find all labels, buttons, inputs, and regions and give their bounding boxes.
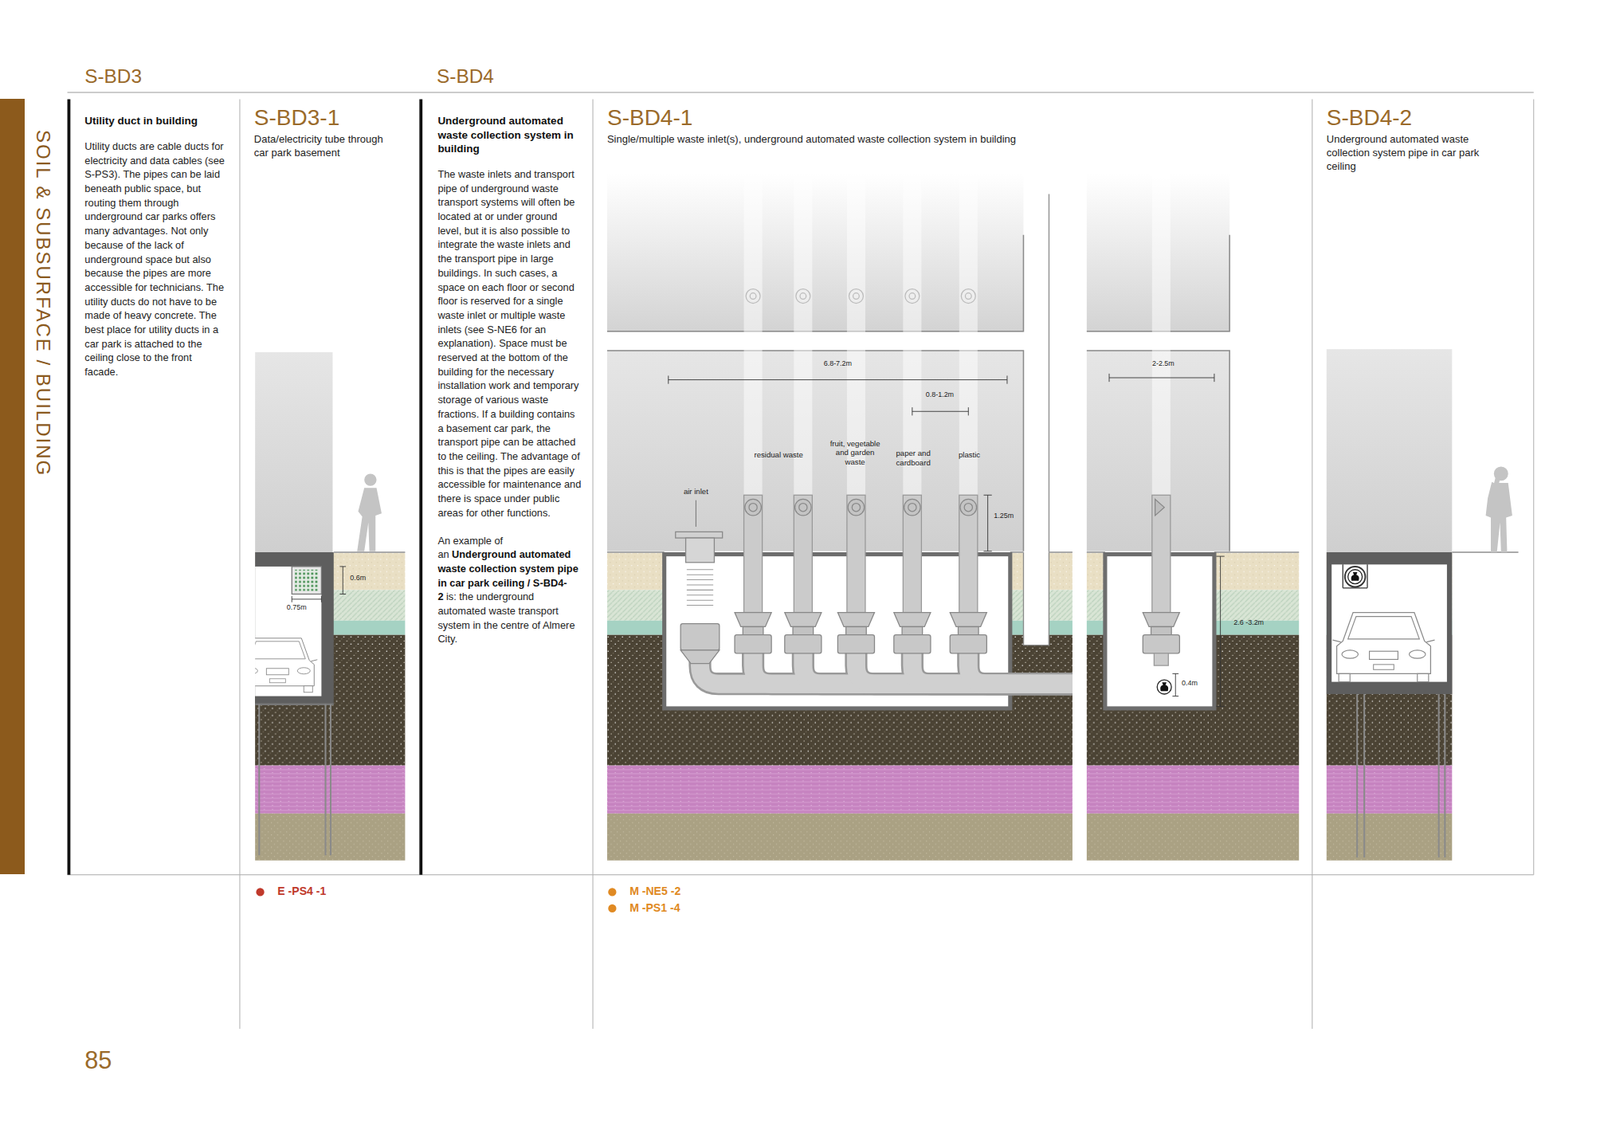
text-column: Utility duct in buildingUtility ducts ar… <box>84 113 228 393</box>
waste-fraction: plastic <box>951 450 989 460</box>
dimension: 2-2.5m <box>1137 359 1189 369</box>
section-tab: SOIL & SUBSURFACE / BUILDING <box>0 98 62 875</box>
cross-reference: M -NE5 -2 <box>629 884 681 899</box>
dimension: 0.4m <box>1181 678 1198 688</box>
figure-panel: S-BD3-1Data/electricity tube through car… <box>254 105 397 160</box>
section-code: S-BD3 <box>84 64 142 88</box>
paragraph: An example of anUnderground automated wa… <box>437 533 583 648</box>
figure-panel: S-BD4-2Underground automated waste colle… <box>1326 105 1502 173</box>
cross-reference: E -PS4 -1 <box>277 884 326 899</box>
page-number: 85 <box>84 1046 112 1076</box>
section-bar <box>0 98 25 875</box>
cross-reference: M -PS1 -4 <box>629 901 680 915</box>
column-heading: Utility duct in building <box>84 113 228 129</box>
dimension: 2.6 -3.2m <box>1233 618 1264 628</box>
panel-code: S-BD4-1 <box>607 105 1179 130</box>
dimension: 1.25m <box>993 511 1014 521</box>
waste-fraction: residual waste <box>745 450 813 460</box>
dimension: 0.8-1.2m <box>913 390 965 400</box>
dimension: 0.75m <box>286 603 307 612</box>
section-code: S-BD4 <box>436 64 495 88</box>
dimension: 6.8-7.2m <box>807 359 869 369</box>
text-column: Underground automated waste collection s… <box>437 113 583 647</box>
section-title: SOIL & SUBSURFACE / BUILDING <box>31 129 55 477</box>
panel-caption: Data/electricity tube through car park b… <box>254 132 397 160</box>
figure-panel: S-BD4-1Single/multiple waste inlet(s), u… <box>607 105 1179 146</box>
panel-code: S-BD4-2 <box>1326 105 1502 130</box>
panel-code: S-BD3-1 <box>254 105 397 130</box>
panel-caption: Underground automated waste collection s… <box>1326 132 1502 173</box>
body-text: The waste inlets and transport pipe of u… <box>437 167 583 521</box>
panel-caption: Single/multiple waste inlet(s), undergro… <box>607 132 1179 146</box>
body-text: Utility ducts are cable ducts for electr… <box>84 139 228 380</box>
waste-fraction: fruit, vegetable and garden waste <box>829 439 881 467</box>
column-heading: Underground automated waste collection s… <box>437 113 583 157</box>
part-label: air inlet <box>670 486 722 497</box>
dimension: 0.6m <box>349 573 366 583</box>
waste-fraction: paper and cardboard <box>887 448 939 467</box>
body-text: is: the underground automated waste tran… <box>437 590 575 645</box>
